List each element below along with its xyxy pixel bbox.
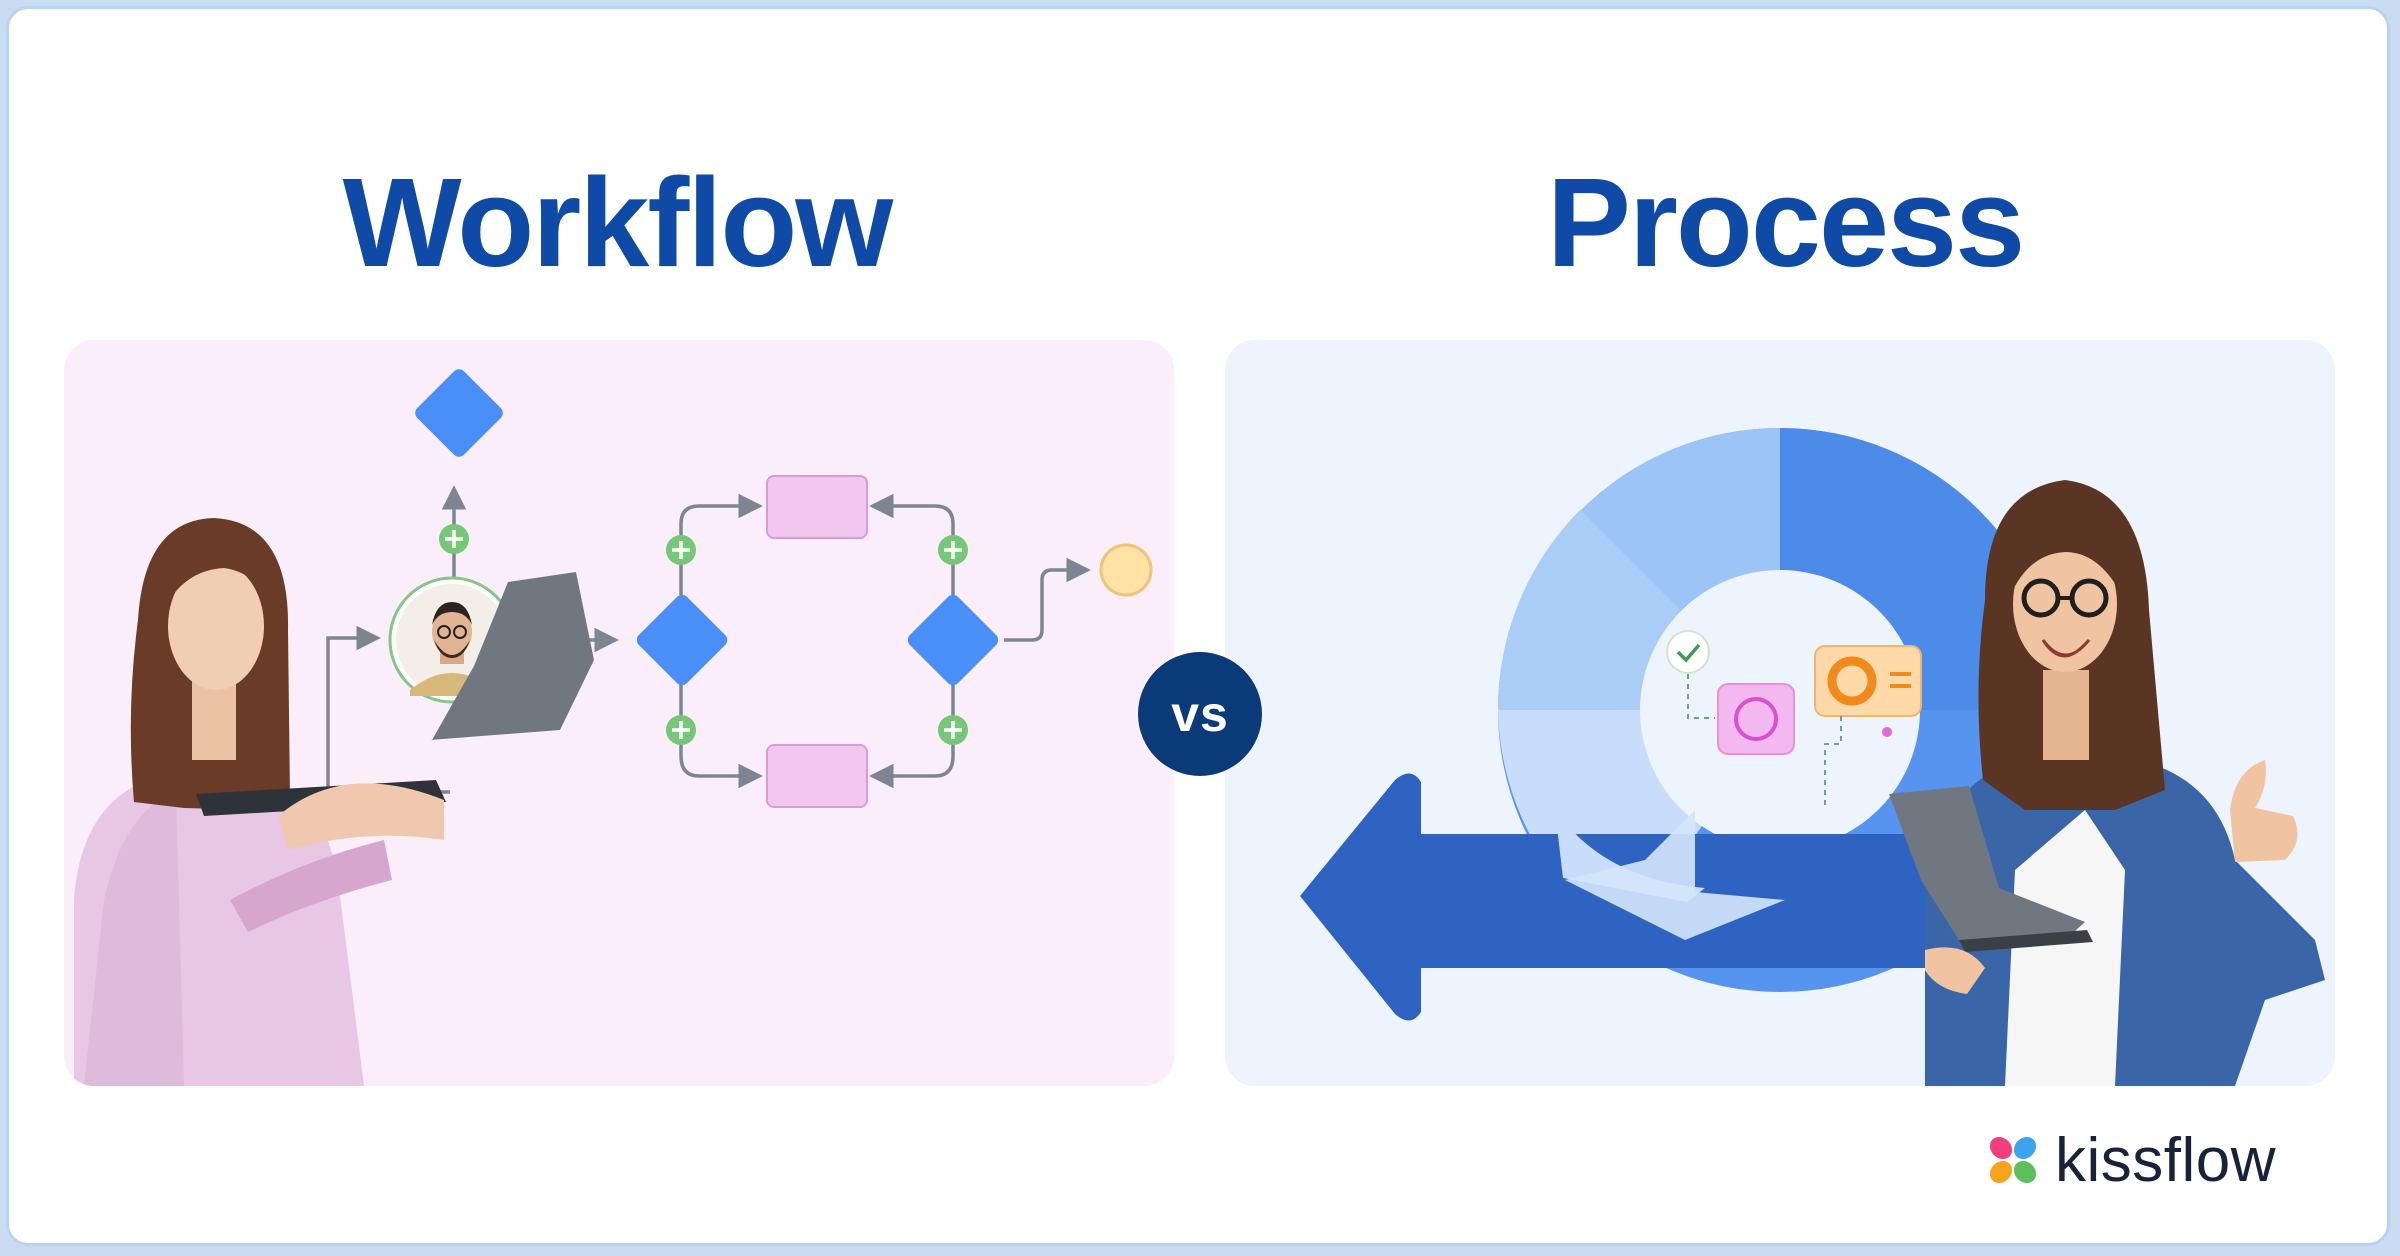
workflow-panel: [64, 340, 1174, 1086]
check-bubble-icon: [1666, 630, 1710, 674]
process-title: Process: [1546, 152, 2025, 293]
add-step-icon: [666, 715, 696, 745]
task-box-icon: [766, 744, 868, 808]
add-step-icon: [938, 715, 968, 745]
decision-diamond-icon: [415, 369, 503, 457]
decision-diamond-icon: [907, 594, 999, 686]
brand-name: kissflow: [2055, 1125, 2277, 1195]
person-with-laptop-icon: [1889, 480, 2325, 1086]
process-diagram: [1300, 428, 2325, 1086]
workflow-diagram: [74, 369, 1153, 1086]
donut-card-icon: [1814, 645, 1922, 717]
add-step-icon: [666, 535, 696, 565]
end-node-icon: [1099, 543, 1153, 597]
butterfly-logo-icon: [1989, 1136, 2037, 1184]
add-step-icon: [439, 524, 469, 554]
add-step-icon: [938, 535, 968, 565]
ring-card-icon: [1717, 683, 1795, 755]
person-with-laptop-icon: [74, 518, 594, 1086]
task-box-icon: [766, 475, 868, 539]
workflow-title: Workflow: [342, 152, 894, 293]
decision-diamond-icon: [636, 594, 728, 686]
cycle-arrow-head: [1565, 810, 1785, 940]
brand-logo: kissflow: [1985, 1120, 2276, 1200]
vs-badge: vs: [1138, 652, 1262, 776]
process-panel: [1225, 340, 2335, 1086]
